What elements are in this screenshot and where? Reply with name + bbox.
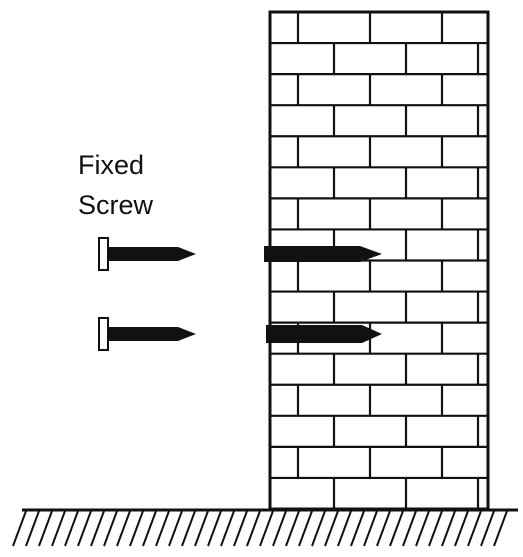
ground-hatch <box>116 510 131 547</box>
ground-hatch <box>38 510 53 547</box>
ground-hatch <box>376 510 391 547</box>
ground-hatch <box>246 510 261 547</box>
ground-hatch <box>207 510 222 547</box>
ground-hatch <box>181 510 196 547</box>
ground-hatch <box>350 510 365 547</box>
screw-head <box>98 237 109 271</box>
loose-screw-top <box>98 237 196 271</box>
embedded-screw-top <box>264 246 382 262</box>
ground-hatch <box>363 510 378 547</box>
ground-hatch <box>77 510 92 547</box>
ground-hatch <box>428 510 443 547</box>
ground-hatch <box>402 510 417 547</box>
screw-shaft <box>264 246 382 262</box>
ground-hatch <box>194 510 209 547</box>
screw-shaft <box>266 325 382 343</box>
screw-shaft <box>108 327 196 341</box>
screw-head <box>98 317 109 351</box>
ground-hatch <box>129 510 144 547</box>
ground-hatch <box>415 510 430 547</box>
ground-hatch <box>454 510 469 547</box>
label-screw: Screw <box>78 190 154 220</box>
ground-hatch <box>220 510 235 547</box>
screw-shaft <box>108 247 196 261</box>
ground-hatch <box>64 510 79 547</box>
ground-hatch <box>103 510 118 547</box>
ground-hatch <box>51 510 66 547</box>
ground-hatch <box>168 510 183 547</box>
ground-hatch <box>311 510 326 547</box>
ground-hatch <box>233 510 248 547</box>
ground-hatch <box>441 510 456 547</box>
ground-hatch <box>142 510 157 547</box>
ground-hatch <box>12 510 27 547</box>
ground-hatch <box>324 510 339 547</box>
ground-hatch <box>298 510 313 547</box>
ground-hatch <box>480 510 495 547</box>
ground-hatch <box>90 510 105 547</box>
ground-hatch <box>155 510 170 547</box>
ground-hatch <box>467 510 482 547</box>
label-fixed: Fixed <box>78 150 145 180</box>
ground <box>12 508 518 547</box>
ground-hatch <box>389 510 404 547</box>
ground-hatch <box>25 510 40 547</box>
ground-hatch <box>285 510 300 547</box>
ground-hatch <box>259 510 274 547</box>
brick-wall <box>268 10 490 511</box>
ground-hatch <box>272 510 287 547</box>
ground-hatch <box>493 510 508 547</box>
loose-screw-bottom <box>98 317 196 351</box>
embedded-screw-bottom <box>266 325 382 343</box>
ground-hatch <box>337 510 352 547</box>
